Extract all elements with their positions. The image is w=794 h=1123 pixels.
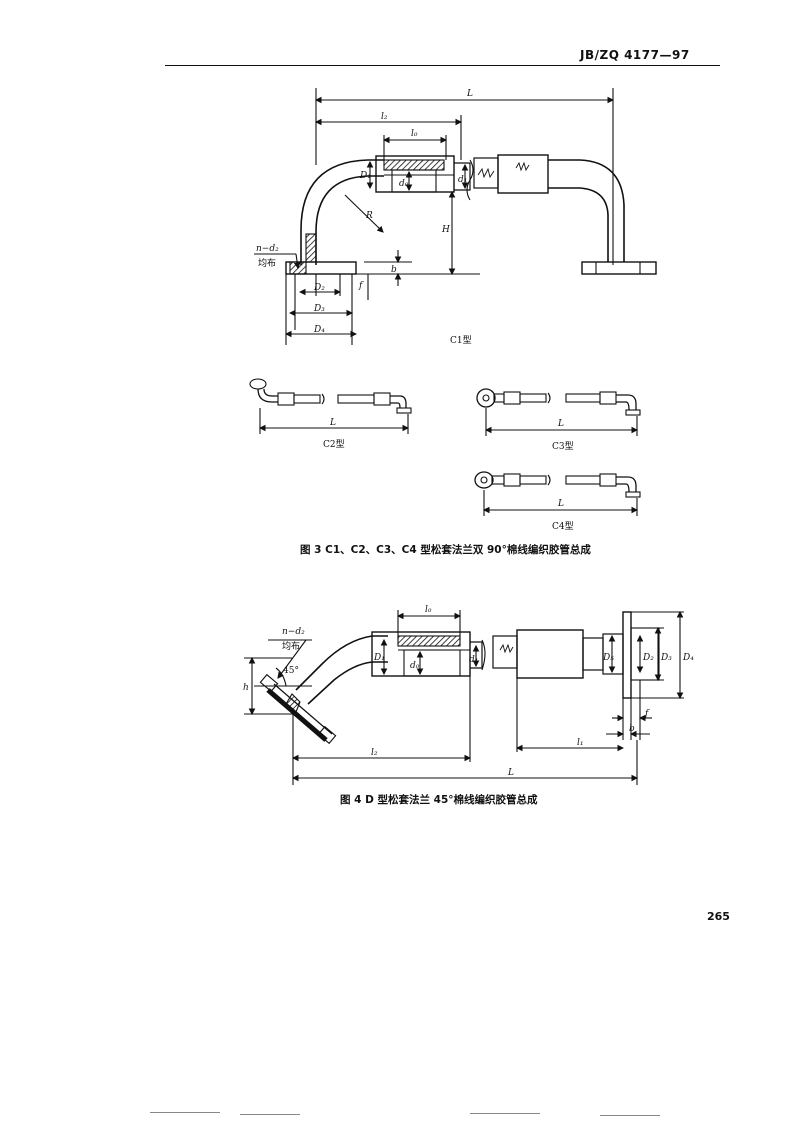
d-D4-label: D₄ [682, 653, 694, 663]
c1-f-label: f [358, 281, 364, 291]
scan-mark [600, 1115, 660, 1116]
d-d0-label: d₀ [410, 661, 420, 671]
c1-l2-label: l₂ [381, 112, 388, 122]
c3-type-label: C3型 [552, 441, 574, 452]
figure3-caption: 图 3 C1、C2、C3、C4 型松套法兰双 90°棉线编织胶管总成 [300, 544, 591, 556]
d-l2-label: l₂ [371, 748, 378, 758]
c1-R-label: R [365, 211, 373, 221]
d-type-drawing [244, 610, 684, 785]
c1-D3-label: D₃ [313, 304, 325, 314]
d-D1-label: D₁ [373, 653, 385, 663]
scan-mark [470, 1113, 540, 1114]
d-D5-label: D₅ [602, 653, 614, 663]
c4-type-label: C4型 [552, 521, 574, 532]
c4-L-label: L [557, 499, 564, 509]
d-nd2-label: n−d₂ [282, 627, 305, 637]
c1-L-label: L [466, 89, 473, 99]
d-b-label: b [629, 724, 635, 734]
c1-l0-label: l₀ [411, 129, 418, 139]
c1-d1-label: d₁ [458, 175, 467, 185]
d-uniform-label: 均布 [282, 640, 300, 652]
scan-mark [150, 1112, 220, 1113]
c1-drawing [254, 88, 657, 345]
page-number: 265 [707, 910, 730, 923]
d-h-label: h [243, 683, 249, 693]
d-l1-label: l₁ [577, 738, 584, 748]
c1-D4-label: D₄ [313, 325, 325, 335]
d-D2-label: D₂ [642, 653, 654, 663]
standard-number: JB/ZQ 4177—97 [580, 48, 690, 62]
c2-type-label: C2型 [323, 439, 345, 450]
c1-labels: L l₂ l₀ D₁ d₀ d₁ R H n−d₂ 均布 b f D₂ D₃ D… [256, 89, 473, 346]
d-d1-label: d₁ [469, 655, 478, 665]
c3-drawing [476, 388, 641, 436]
c1-D1-label: D₁ [359, 171, 371, 181]
c1-H-label: H [441, 225, 450, 235]
c4-drawing [474, 471, 641, 516]
c1-uniform-label: 均布 [258, 257, 276, 269]
c1-b-label: b [391, 265, 397, 275]
c1-nd2-label: n−d₂ [256, 244, 279, 254]
header-rule [165, 65, 720, 66]
scan-mark [240, 1114, 300, 1115]
c2-drawing [249, 378, 412, 434]
d-L-label: L [507, 768, 514, 778]
c1-type-label: C1型 [450, 335, 472, 346]
d-D3-label: D₃ [660, 653, 672, 663]
c1-d0-label: d₀ [399, 179, 409, 189]
figure4-caption: 图 4 D 型松套法兰 45°棉线编织胶管总成 [340, 794, 538, 806]
d-angle-label: 45° [283, 666, 299, 676]
d-f-label: f [644, 709, 650, 719]
d-type-labels: l₀ n−d₂ 均布 45° h D₁ d₀ d₁ D₅ D₂ D₃ D₄ f … [243, 605, 694, 778]
c1-D2-label: D₂ [313, 283, 325, 293]
c2-L-label: L [329, 418, 336, 428]
d-l0-label: l₀ [425, 605, 432, 615]
c3-L-label: L [557, 419, 564, 429]
